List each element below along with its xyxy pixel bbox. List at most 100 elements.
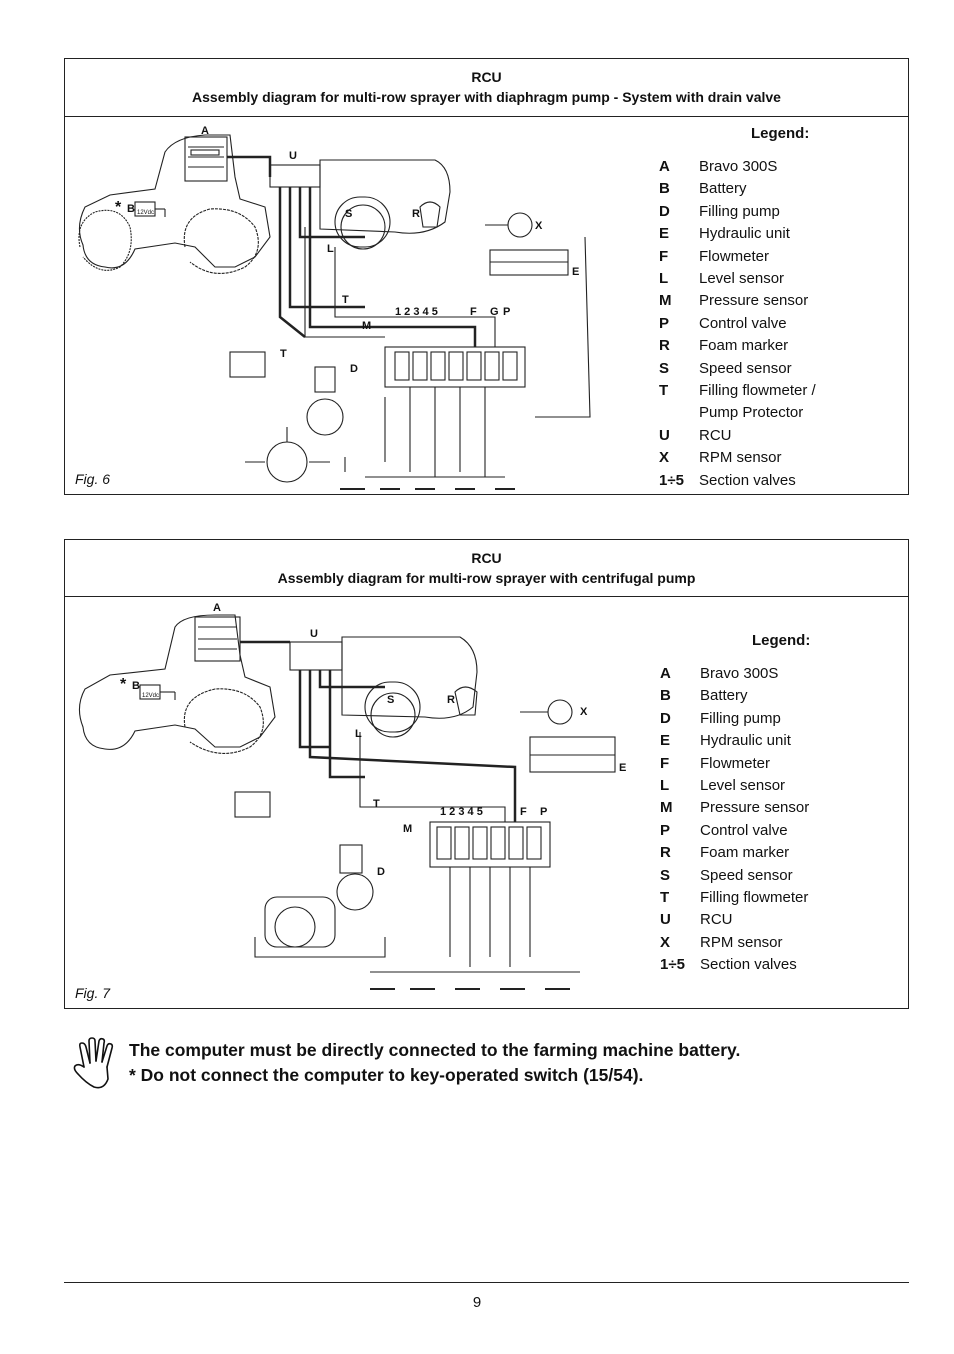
legend-key: M: [660, 799, 673, 817]
legend-key: D: [660, 709, 671, 727]
figure-7-legend-title: Legend:: [752, 632, 811, 649]
legend-description: Section valves: [700, 956, 797, 974]
legend-description: Filling pump: [699, 202, 780, 220]
fig6-label-g: G: [490, 306, 499, 318]
legend-key: F: [660, 754, 670, 772]
legend-description: RPM sensor: [699, 449, 782, 467]
legend-key: A: [659, 158, 670, 175]
fig6-label-t1: T: [342, 294, 349, 306]
fig7-label-p: P: [540, 806, 547, 818]
legend-item: T Filling flowmeter: [660, 887, 905, 909]
legend-description: RCU: [699, 426, 732, 444]
legend-description: Flowmeter: [699, 247, 770, 265]
legend-description: Speed sensor: [700, 866, 793, 884]
fig7-label-t1: T: [373, 798, 380, 810]
figure-6-diagram: A * B U S R X E L T T M D 1 2 3 4 5 F G …: [78, 125, 591, 490]
fig6-label-p: P: [503, 306, 510, 318]
fig7-label-a: A: [213, 602, 221, 614]
legend-key: P: [659, 314, 670, 332]
figure-7-header: RCU Assembly diagram for multi-row spray…: [65, 540, 908, 597]
legend-item: D Filling pump: [660, 708, 905, 730]
figure-6-header: RCU Assembly diagram for multi-row spray…: [65, 59, 908, 117]
footer-divider: [64, 1282, 909, 1283]
legend-key: T: [660, 889, 670, 907]
legend-description: Control valve: [699, 314, 787, 332]
legend-key: U: [660, 911, 671, 929]
legend-item: P Control valve: [659, 313, 904, 335]
fig7-label-r: R: [447, 694, 455, 706]
legend-description: Hydraulic unit: [699, 225, 790, 243]
fig7-label-m: M: [403, 823, 412, 835]
legend-item: U RCU: [659, 425, 904, 447]
fig7-label-star: *: [120, 676, 127, 693]
fig6-label-x: X: [535, 220, 543, 232]
legend-description: Control valve: [700, 821, 788, 839]
legend-key: R: [660, 844, 671, 862]
hand-stop-icon: [73, 1037, 114, 1089]
fig6-label-e: E: [572, 266, 579, 278]
legend-description: Filling pump: [700, 709, 781, 727]
legend-key: L: [659, 270, 669, 288]
figure-7-box: RCU Assembly diagram for multi-row spray…: [64, 539, 909, 1009]
figure-6-label: Fig. 6: [75, 471, 111, 487]
legend-key: T: [659, 382, 669, 400]
legend-key: L: [660, 777, 670, 795]
page-number: 9: [472, 1294, 482, 1311]
fig6-label-b: B: [127, 203, 135, 215]
legend-key: E: [659, 225, 670, 243]
fig7-label-s: S: [387, 694, 394, 706]
legend-description: Speed sensor: [699, 359, 792, 377]
fig6-label-l: L: [327, 243, 334, 255]
figure-6-subtitle: Assembly diagram for multi-row sprayer w…: [192, 89, 781, 105]
legend-item: S Speed sensor: [659, 358, 904, 380]
figure-6-box: RCU Assembly diagram for multi-row spray…: [64, 58, 909, 495]
legend-description: Filling flowmeter / Pump Protector: [699, 382, 816, 422]
fig7-label-d: D: [377, 866, 385, 878]
fig7-label-e: E: [619, 762, 626, 774]
legend-item: B Battery: [659, 178, 904, 200]
fig7-label-b: B: [132, 680, 140, 692]
legend-key: U: [659, 426, 670, 444]
legend-description: Level sensor: [699, 270, 785, 288]
legend-key: B: [659, 180, 670, 198]
legend-description: Filling flowmeter: [700, 889, 809, 907]
legend-description: Bravo 300S: [699, 158, 778, 175]
fig6-label-sections: 1 2 3 4 5: [395, 306, 438, 318]
warning-line-2: * Do not connect the computer to key-ope…: [129, 1065, 644, 1085]
legend-key: P: [660, 821, 671, 839]
legend-description: Level sensor: [700, 777, 786, 795]
legend-key: E: [660, 732, 671, 750]
legend-description: RCU: [700, 911, 733, 929]
legend-key: S: [659, 359, 670, 377]
legend-item: L Level sensor: [660, 775, 905, 797]
fig6-label-d: D: [350, 363, 358, 375]
legend-item: F Flowmeter: [659, 246, 904, 268]
fig7-label-battery: 12Vdc: [142, 693, 159, 699]
figure-7-subtitle: Assembly diagram for multi-row sprayer w…: [277, 570, 696, 586]
legend-description: Battery: [699, 180, 747, 198]
fig6-label-f: F: [470, 306, 477, 318]
fig7-label-f: F: [520, 806, 527, 818]
legend-item: U RCU: [660, 909, 905, 931]
fig7-label-u: U: [310, 628, 318, 640]
legend-key: F: [659, 247, 669, 265]
fig6-label-r: R: [412, 208, 420, 220]
legend-key: 1÷5: [659, 471, 684, 489]
legend-description: Bravo 300S: [700, 665, 779, 682]
legend-item: A Bravo 300S: [659, 156, 904, 178]
legend-description: RPM sensor: [700, 933, 783, 951]
fig6-label-s: S: [345, 208, 352, 220]
legend-description: Pressure sensor: [699, 292, 809, 310]
legend-key: S: [660, 866, 671, 884]
fig6-label-battery: 12Vdc: [137, 210, 154, 216]
